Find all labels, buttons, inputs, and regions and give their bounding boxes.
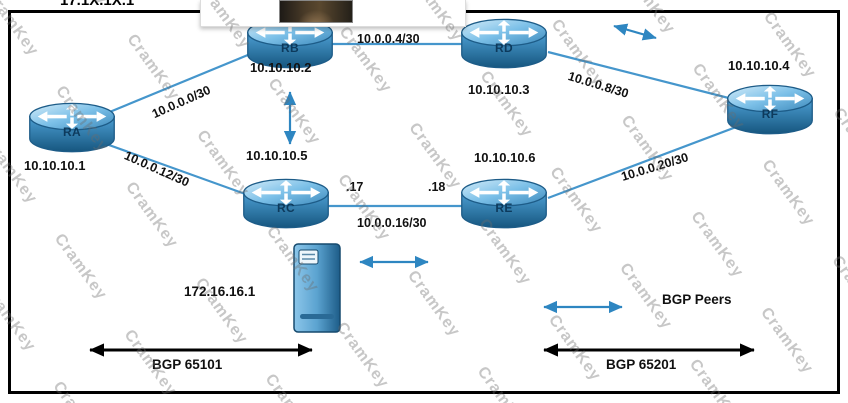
router-rb: RB [246, 16, 334, 72]
ip-rc: 10.10.10.5 [246, 148, 308, 163]
link-rd-rf [547, 50, 761, 108]
router-re: RE [460, 176, 548, 232]
ip-re: 10.10.10.6 [474, 150, 536, 165]
iface-rc-17: .17 [346, 180, 364, 194]
router-rf: RF [726, 82, 814, 138]
diagram-border [8, 10, 840, 394]
router-rc: RC [242, 176, 330, 232]
router-rf-label: RF [761, 107, 779, 121]
server-ip: 172.16.16.1 [184, 284, 256, 299]
router-rb-label: RB [281, 41, 299, 55]
ip-rb: 10.10.10.2 [250, 60, 312, 75]
router-rc-label: RC [277, 201, 295, 215]
popup-overlay [200, 0, 466, 27]
server-host [292, 242, 342, 334]
subnet-rb-rd: 10.0.0.4/30 [357, 32, 420, 46]
link-ra-rb [94, 46, 266, 120]
bgp-peer-arrows [283, 23, 657, 314]
as65201-label: BGP 65201 [606, 357, 677, 372]
router-ra-label: RA [63, 125, 81, 139]
router-ra: RA [28, 100, 116, 156]
router-rd: RD [460, 16, 548, 72]
legend-bgp-peers: BGP Peers [662, 292, 732, 307]
ip-rf: 10.10.10.4 [728, 58, 790, 73]
clipped-question-text: 17.1X.1X.1 [60, 0, 190, 8]
as65101-label: BGP 65101 [152, 357, 223, 372]
link-re-rf [547, 116, 761, 200]
link-ra-rc [94, 138, 263, 202]
server-icon [292, 242, 342, 334]
router-rd-label: RD [495, 41, 513, 55]
subnet-rc-re: 10.0.0.16/30 [357, 216, 427, 230]
ip-ra: 10.10.10.1 [24, 158, 86, 173]
iface-re-18: .18 [428, 180, 446, 194]
ip-rd: 10.10.10.3 [468, 82, 530, 97]
photo-thumbnail [279, 0, 353, 23]
peer-arrow-rd-rf-icon [613, 23, 657, 41]
router-re-label: RE [495, 201, 513, 215]
